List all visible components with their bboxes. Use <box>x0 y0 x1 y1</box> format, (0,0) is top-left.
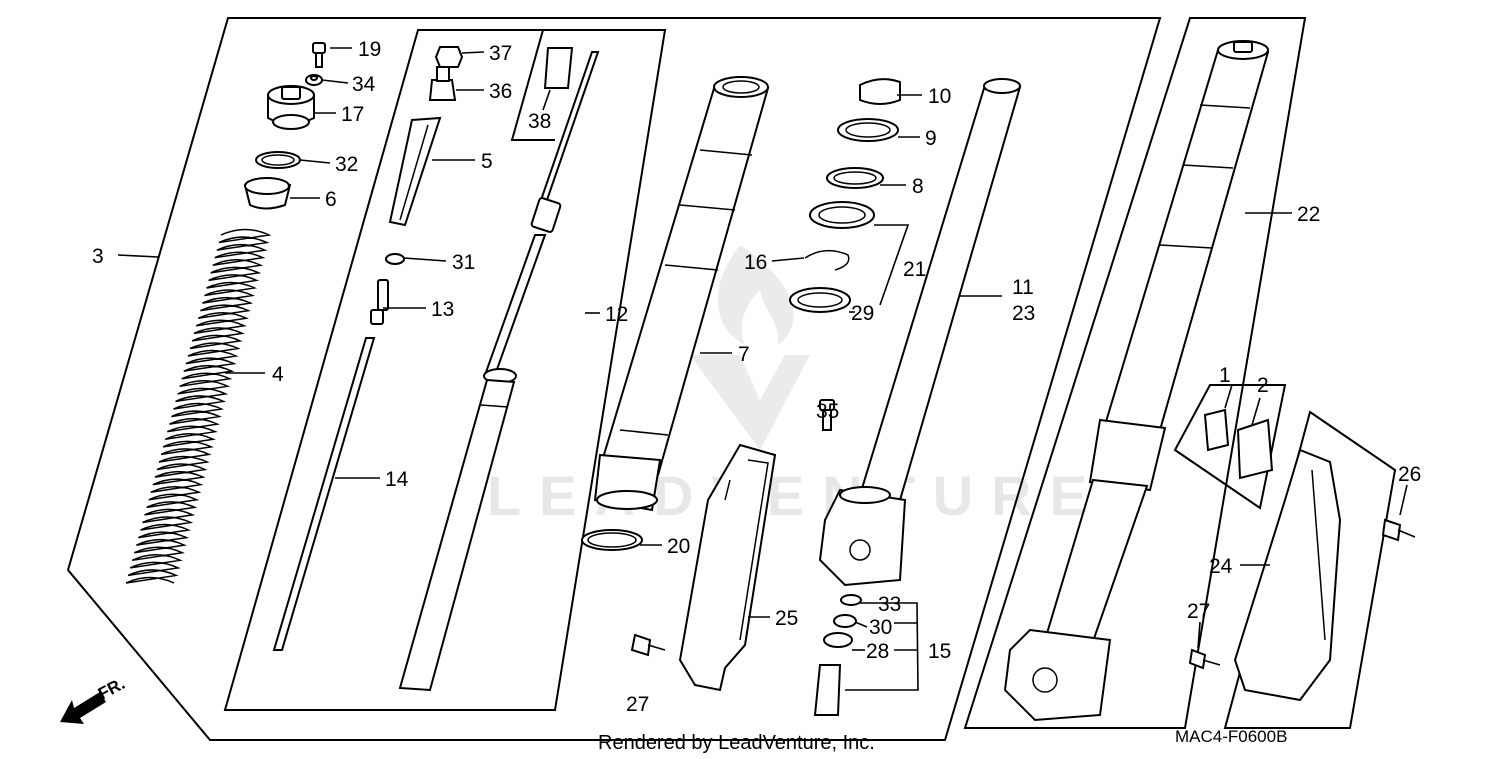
callout-14: 14 <box>385 468 409 491</box>
callout-26: 26 <box>1398 463 1421 486</box>
callout-9: 9 <box>925 127 937 150</box>
callout-25: 25 <box>775 607 798 630</box>
leader-lines <box>117 47 1408 691</box>
callout-28: 28 <box>866 640 889 663</box>
callout-8: 8 <box>912 175 924 198</box>
callout-21: 21 <box>903 258 926 281</box>
callout-15: 15 <box>928 640 951 663</box>
callout-32: 32 <box>335 153 358 176</box>
callout-numbers: 19 34 17 32 6 3 4 37 36 38 5 31 13 14 12… <box>92 38 1421 716</box>
callout-31: 31 <box>452 251 475 274</box>
callout-2: 2 <box>1257 374 1269 397</box>
callout-1: 1 <box>1219 364 1231 387</box>
callout-35: 35 <box>816 400 839 423</box>
guard-right-parts <box>1188 408 1416 702</box>
callout-22: 22 <box>1297 203 1320 226</box>
damper-parts <box>272 46 600 692</box>
callout-12: 12 <box>605 303 628 326</box>
callout-38: 38 <box>528 110 551 133</box>
callout-30: 30 <box>869 616 892 639</box>
front-direction-indicator: FR. <box>60 674 128 724</box>
callout-27-right: 27 <box>1187 600 1210 623</box>
callout-10: 10 <box>928 85 951 108</box>
complete-fork <box>1003 40 1270 722</box>
callout-24: 24 <box>1209 555 1233 578</box>
rendered-by-footer: Rendered by LeadVenture, Inc. <box>598 732 875 754</box>
diagram-code: MAC4-F0600B <box>1175 727 1287 746</box>
callout-20: 20 <box>667 535 690 558</box>
fork-guard-left <box>630 443 777 692</box>
callout-17: 17 <box>341 103 364 126</box>
front-arrow-icon <box>60 692 106 724</box>
seal-stack <box>789 78 901 313</box>
callout-36: 36 <box>489 80 512 103</box>
callout-23: 23 <box>1012 302 1035 325</box>
callout-19: 19 <box>358 38 381 61</box>
callout-16: 16 <box>744 251 767 274</box>
callout-13: 13 <box>431 298 454 321</box>
watermark-text: LEADVENTURE <box>487 464 1105 527</box>
callout-3: 3 <box>92 245 104 268</box>
fork-cap-parts <box>243 42 326 210</box>
callout-4: 4 <box>272 363 284 386</box>
callout-6: 6 <box>325 188 337 211</box>
callout-33: 33 <box>878 593 901 616</box>
callout-29: 29 <box>851 302 874 325</box>
callout-27-left: 27 <box>626 693 649 716</box>
callout-34: 34 <box>352 73 376 96</box>
inner-tube <box>813 78 1022 716</box>
callout-5: 5 <box>481 150 493 173</box>
fork-spring <box>125 228 272 584</box>
panel-frames <box>66 17 1397 741</box>
callout-11: 11 <box>1012 276 1034 299</box>
watermark-logo: LEADVENTURE <box>487 245 1105 527</box>
outer-tube <box>581 76 770 551</box>
callout-37: 37 <box>489 42 512 65</box>
callout-7: 7 <box>738 343 750 366</box>
